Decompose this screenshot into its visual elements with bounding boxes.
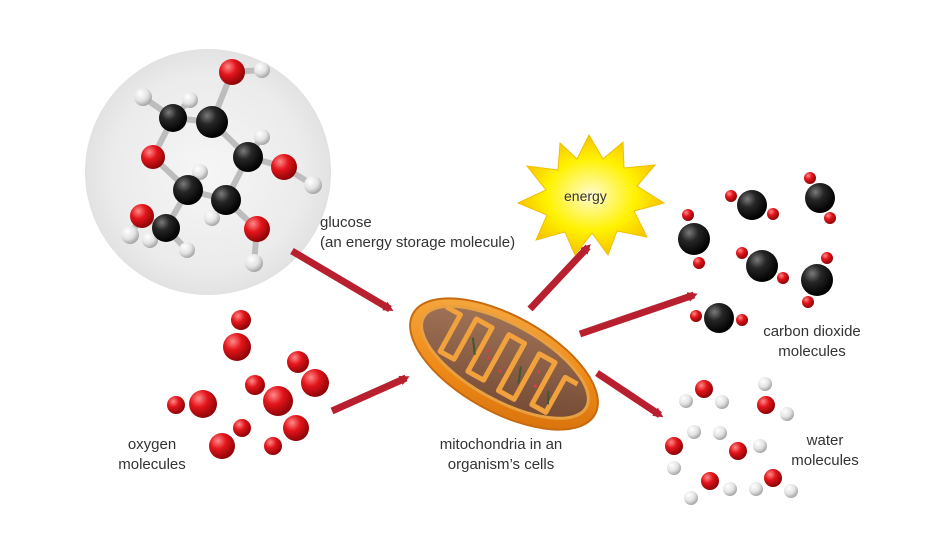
energy-label: energy <box>564 188 607 204</box>
water-molecule <box>713 426 767 460</box>
carbon-dioxide-label-line2: molecules <box>778 343 846 360</box>
glucose-label-line2: (an energy storage molecule) <box>320 234 516 251</box>
arrow-glucose-to-mitochondria <box>290 247 394 313</box>
arrows <box>290 244 698 418</box>
mitochondrion-cristae <box>437 304 579 415</box>
mitochondria-label: mitochondria in an organism’s cells <box>416 435 586 475</box>
energy-star-shape <box>516 133 666 257</box>
carbon-dioxide-molecule <box>804 172 836 224</box>
glucose-oxygen-atoms <box>130 59 297 242</box>
arrow-mitochondria-to-water <box>595 370 664 418</box>
water-label-line1: water <box>806 432 844 449</box>
arrow-mitochondria-to-energy <box>527 244 591 312</box>
water-molecule <box>749 469 798 498</box>
mitochondria-label-line2: organism’s cells <box>447 456 555 473</box>
carbon-dioxide-label: carbon dioxide molecules <box>752 322 872 362</box>
water-label-line2: molecules <box>791 452 859 469</box>
carbon-dioxide-molecule <box>725 190 779 220</box>
oxygen-molecule <box>209 419 251 459</box>
glucose-label-line1: glucose <box>320 214 372 231</box>
mitochondrion <box>409 297 599 431</box>
arrow-mitochondria-to-carbon-dioxide <box>578 291 698 338</box>
arrow-oxygen-to-mitochondria <box>330 374 410 415</box>
carbon-dioxide-molecule <box>690 303 748 333</box>
oxygen-label-line1: oxygen <box>127 436 177 453</box>
water-molecule <box>684 472 737 505</box>
glucose-carbon-atoms <box>152 104 263 242</box>
water-molecule <box>757 377 794 421</box>
carbon-dioxide-label-line1: carbon dioxide <box>763 323 861 340</box>
water-molecule <box>679 380 729 409</box>
oxygen-molecule <box>264 415 309 455</box>
oxygen-label-line2: molecules <box>118 456 186 473</box>
oxygen-molecule <box>167 390 217 418</box>
water-label: water molecules <box>780 431 870 471</box>
oxygen-molecule <box>287 351 329 397</box>
energy-burst <box>516 133 666 257</box>
oxygen-molecule <box>223 310 251 361</box>
carbon-dioxide-molecule <box>801 252 833 308</box>
oxygen-molecules <box>167 310 329 459</box>
glucose-hydrogen-atoms <box>121 62 322 272</box>
oxygen-molecule <box>245 375 293 416</box>
water-molecules <box>665 377 798 505</box>
glucose-molecule <box>85 49 331 295</box>
carbon-dioxide-molecules <box>678 172 836 333</box>
carbon-dioxide-molecule <box>678 209 710 269</box>
mitochondria-label-line1: mitochondria in an <box>439 436 563 453</box>
oxygen-label: oxygen molecules <box>102 435 202 475</box>
glucose-label: glucose (an energy storage molecule) <box>320 213 515 253</box>
carbon-dioxide-molecule <box>736 247 789 284</box>
water-molecule <box>665 425 701 475</box>
